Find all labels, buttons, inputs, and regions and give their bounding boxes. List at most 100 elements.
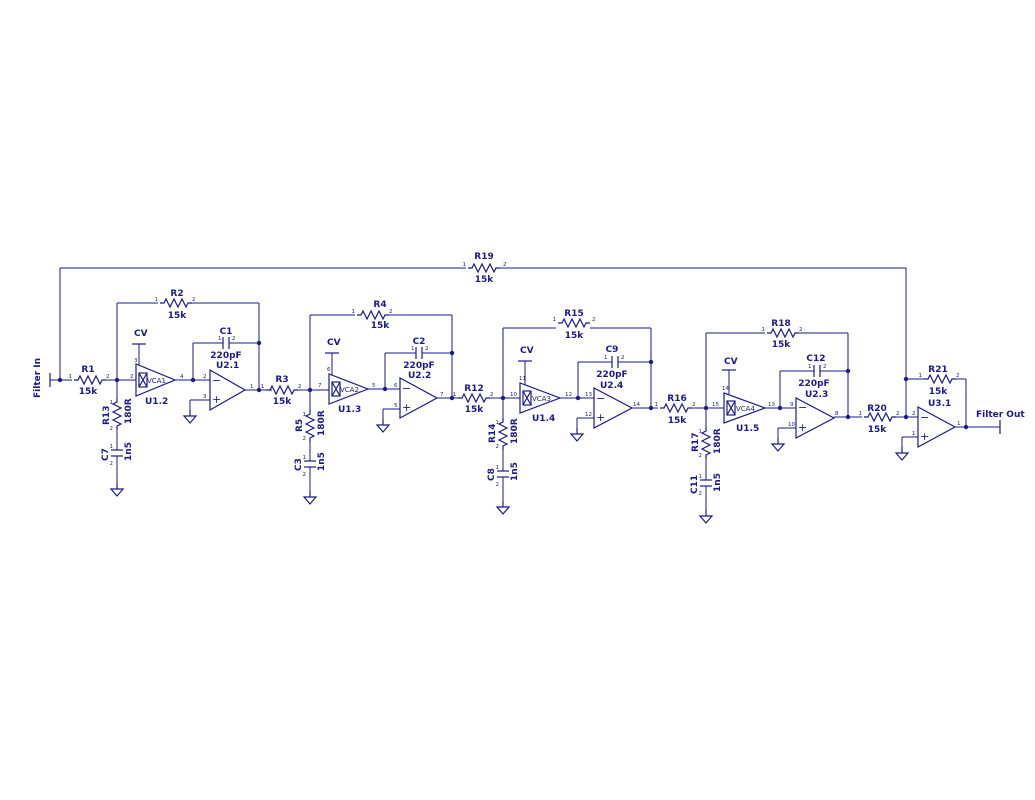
svg-text:2: 2 <box>106 374 110 380</box>
svg-text:1: 1 <box>496 420 500 426</box>
svg-text:2: 2 <box>192 297 196 303</box>
r19-ref: R19 <box>474 252 493 262</box>
svg-text:1: 1 <box>453 392 457 398</box>
svg-text:1: 1 <box>463 262 467 268</box>
r3-ref: R3 <box>275 375 288 385</box>
svg-text:2: 2 <box>699 491 703 497</box>
cv-2: CV <box>325 338 341 354</box>
wires <box>50 267 1000 510</box>
svg-text:10: 10 <box>510 392 517 398</box>
r1-ref: R1 <box>81 365 94 375</box>
svg-text:1: 1 <box>604 355 608 361</box>
c1-value: 220pF <box>210 351 241 361</box>
svg-text:1: 1 <box>699 474 703 480</box>
resistor-r18: 1 2 R18 15k <box>762 319 803 350</box>
u2-3-ref: U2.3 <box>805 390 828 400</box>
c2-value: 220pF <box>403 361 434 371</box>
svg-text:2: 2 <box>823 364 827 370</box>
vca-u1-2: VCA1 2 4 3 U1.2 <box>130 358 184 407</box>
c3-value: 1n5 <box>317 452 327 471</box>
capacitor-c9: 1 2 C9 220pF <box>596 345 627 380</box>
r16-ref: R16 <box>667 394 686 404</box>
svg-text:2: 2 <box>956 373 960 379</box>
resistor-r13: 1 2 R13 180R <box>102 397 134 432</box>
resistor-r16: 1 2 R16 15k <box>655 394 696 426</box>
svg-text:10: 10 <box>788 422 795 428</box>
r4-value: 15k <box>371 321 391 331</box>
svg-text:1: 1 <box>303 412 307 418</box>
opamp-u3-1: − + 2 1 1 U3.1 <box>912 399 961 449</box>
opamp-u2-3: − + 9 10 8 U2.3 <box>788 390 839 439</box>
svg-text:2: 2 <box>503 262 507 268</box>
svg-text:12: 12 <box>585 412 592 418</box>
svg-text:7: 7 <box>440 392 444 398</box>
resistor-r5: 1 2 R5 180R <box>295 409 327 443</box>
r16-value: 15k <box>668 416 688 426</box>
opamp-u2-1: − + 2 3 1 U2.1 <box>203 361 254 412</box>
r1-value: 15k <box>79 387 99 397</box>
svg-text:7: 7 <box>318 383 322 389</box>
u3-1-ref: U3.1 <box>928 399 951 409</box>
opamp-u2-2: − + 6 5 7 U2.2 <box>394 371 444 420</box>
opamp-u2-4: − + 13 12 14 U2.4 <box>585 381 640 429</box>
c11-ref: C11 <box>690 475 700 494</box>
svg-text:6: 6 <box>327 367 331 373</box>
svg-text:+: + <box>798 421 807 434</box>
u2-2-ref: U2.2 <box>408 371 431 381</box>
r12-value: 15k <box>465 405 485 415</box>
r3-value: 15k <box>273 397 293 407</box>
resistor-r2: 1 2 R2 15k <box>155 289 196 321</box>
svg-text:1: 1 <box>250 384 254 390</box>
vca-u1-4: VCA3 10 12 11 U1.4 <box>510 376 572 424</box>
svg-text:1: 1 <box>110 444 114 450</box>
svg-text:2: 2 <box>496 444 500 450</box>
svg-text:1: 1 <box>110 400 114 406</box>
r21-ref: R21 <box>928 365 947 375</box>
vca-u1-3: VCA2 7 5 6 U1.3 <box>318 367 376 415</box>
svg-text:1: 1 <box>859 411 863 417</box>
r15-value: 15k <box>565 331 585 341</box>
r4-ref: R4 <box>373 300 386 310</box>
resistor-r15: 1 2 R15 15k <box>553 309 596 341</box>
svg-text:1: 1 <box>957 421 961 427</box>
cv-label: CV <box>327 338 341 348</box>
r14-value: 180R <box>510 418 520 444</box>
svg-text:1: 1 <box>496 465 500 471</box>
svg-text:11: 11 <box>519 376 526 382</box>
svg-text:1: 1 <box>808 364 812 370</box>
u2-4-ref: U2.4 <box>600 381 623 391</box>
c1-ref: C1 <box>220 327 233 337</box>
cv-label: CV <box>724 357 738 367</box>
svg-text:−: − <box>596 392 605 405</box>
capacitor-c8: 1 2 C8 1n5 <box>487 462 520 488</box>
c7-value: 1n5 <box>124 442 134 461</box>
svg-text:2: 2 <box>692 402 696 408</box>
r5-ref: R5 <box>295 419 305 432</box>
c12-value: 220pF <box>798 379 829 389</box>
svg-text:−: − <box>920 411 929 424</box>
svg-text:−: − <box>402 382 411 395</box>
svg-text:1: 1 <box>155 297 159 303</box>
svg-text:+: + <box>212 393 221 406</box>
u1-4-ref: U1.4 <box>532 414 555 424</box>
resistor-r19: 1 2 R19 15k <box>463 252 507 285</box>
r2-ref: R2 <box>170 289 183 299</box>
svg-text:+: + <box>402 401 411 414</box>
c12-ref: C12 <box>806 354 825 364</box>
r20-value: 15k <box>868 425 888 435</box>
svg-text:3: 3 <box>203 394 207 400</box>
svg-text:−: − <box>798 401 807 414</box>
svg-text:4: 4 <box>180 374 184 380</box>
capacitor-c11: 1 2 C11 1n5 <box>690 473 723 497</box>
c9-value: 220pF <box>596 370 627 380</box>
c7-ref: C7 <box>101 448 111 461</box>
svg-text:2: 2 <box>621 355 625 361</box>
r13-value: 180R <box>124 398 134 424</box>
resistor-r4: 1 2 R4 15k <box>352 300 393 331</box>
capacitor-c2: 1 2 C2 220pF <box>403 337 434 371</box>
filter-out-label: Filter Out <box>976 410 1025 420</box>
svg-text:2: 2 <box>110 426 114 432</box>
svg-text:14: 14 <box>722 386 729 392</box>
filter-out-port: Filter Out <box>976 410 1025 434</box>
resistor-r17: 1 2 R17 180R <box>691 426 723 460</box>
